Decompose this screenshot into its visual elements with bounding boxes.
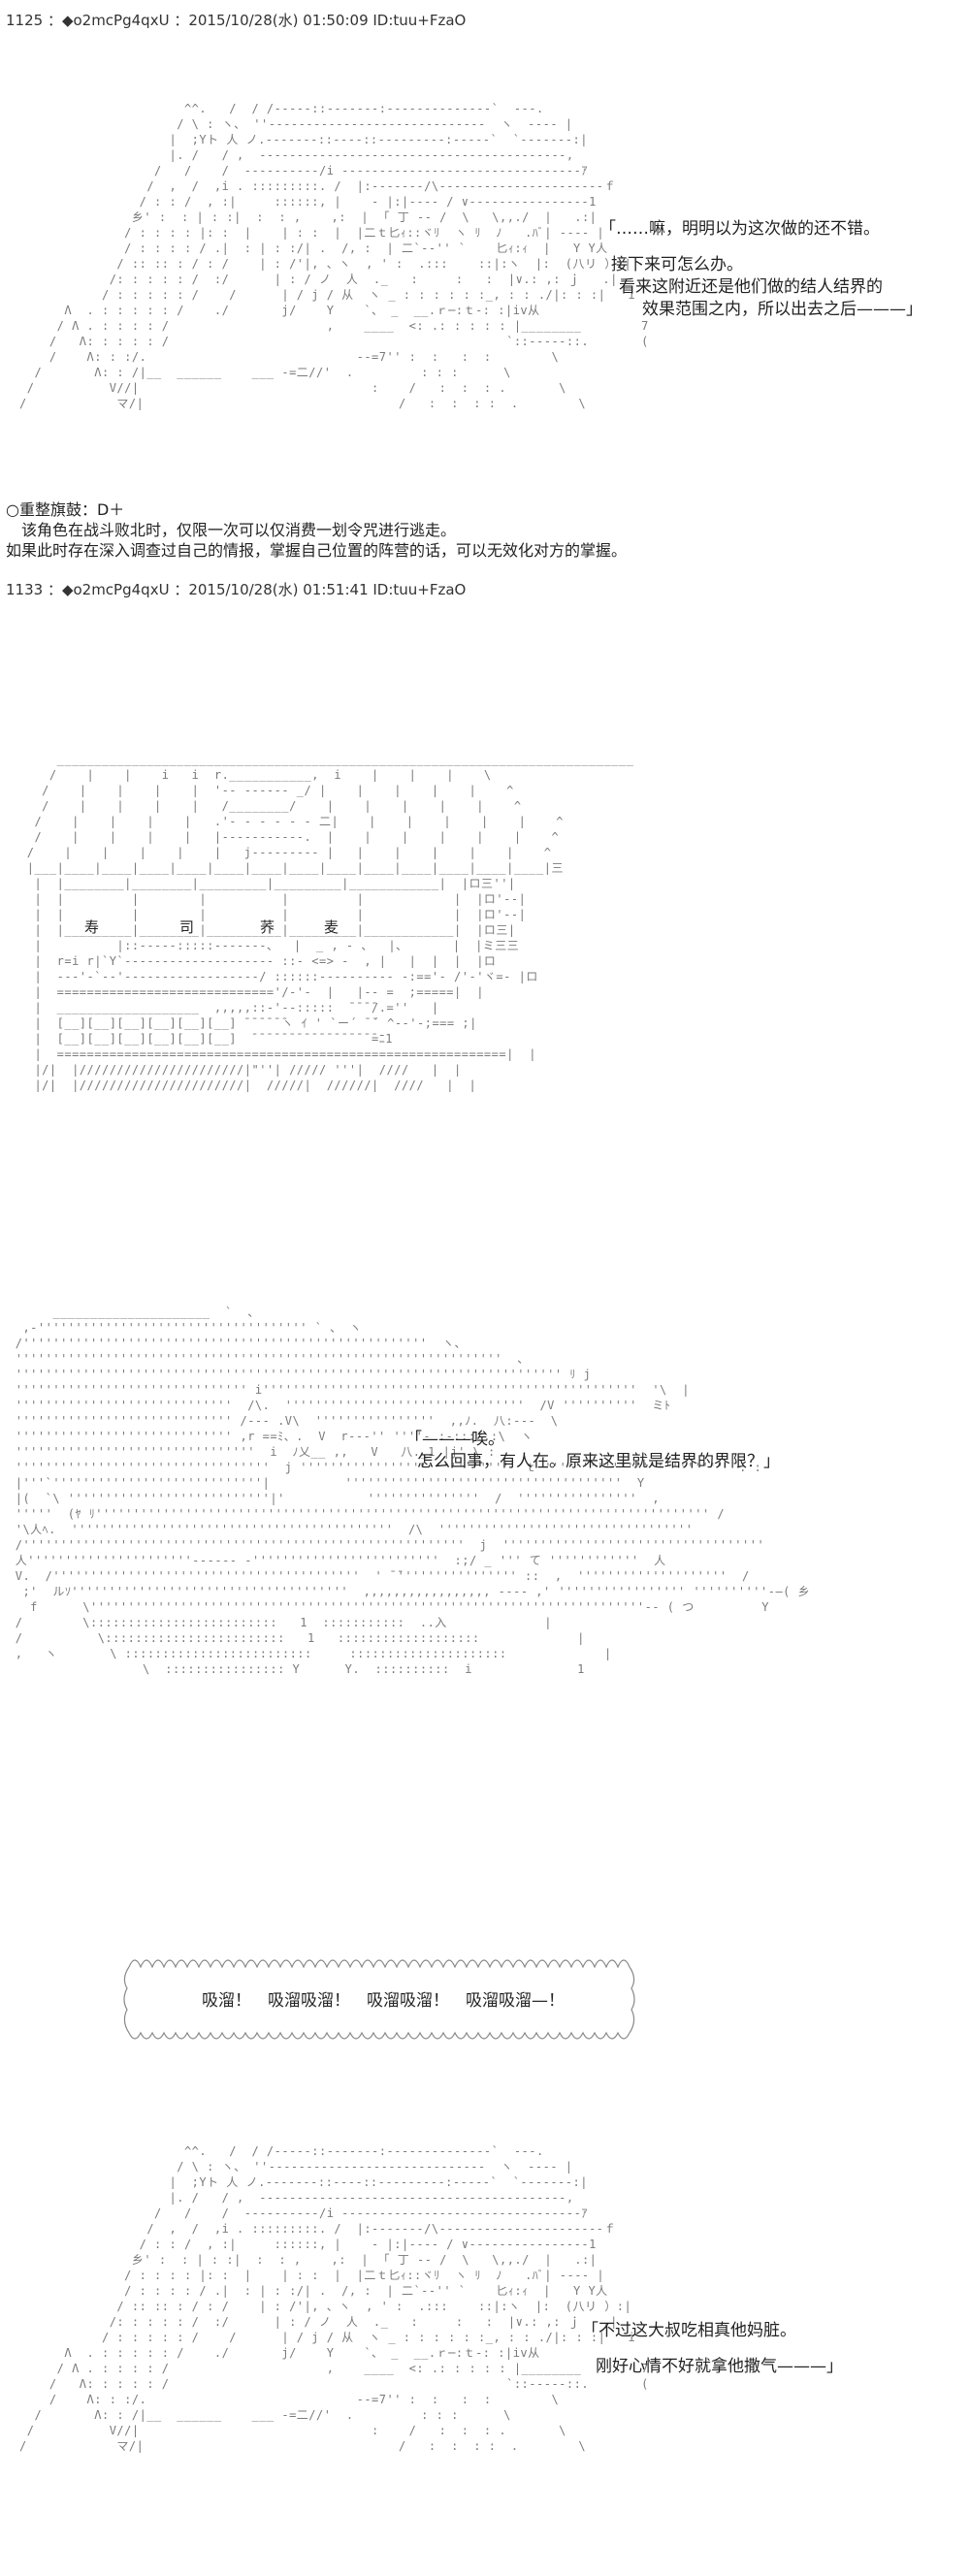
dialog-2-line-1: 「———唉。 <box>405 1430 504 1449</box>
post-header-1133: 1133 ：◆o2mcPg4qxU ：2015/10/28(水) 01:51:4… <box>6 581 467 598</box>
skill-note-title: ○重整旗鼓：D＋ <box>6 500 125 519</box>
dialog-1-line-2: 接下来可怎么办。 <box>611 255 743 274</box>
ascii-art-character-3: ^^. / / /-----::-------:--------------` … <box>19 2144 649 2453</box>
skill-note-line-2: 如果此时存在深入调查过自己的情报，掌握自己位置的阵营的话，可以无效化对方的掌握。 <box>6 541 628 560</box>
shop-sign-char-4: 麦 <box>324 918 340 936</box>
dialog-3-line-1: 「不过这大叔吃相真他妈脏。 <box>582 2321 796 2340</box>
shop-sign-char-1: 寿 <box>84 918 100 936</box>
dialog-3: 「不过这大叔吃相真他妈脏。 刚好心情不好就拿他撒气———」 <box>582 2320 843 2378</box>
ascii-art-sushi-shop: ________________________________________… <box>26 753 634 1092</box>
skill-note: ○重整旗鼓：D＋ 该角色在战斗败北时，仅限一次可以仅消费一划令咒进行逃走。 如果… <box>6 499 627 561</box>
ascii-art-character-1: ^^. / / /-----::-------:--------------` … <box>19 102 649 410</box>
dialog-2: 「———唉。 怎么回事，有人在。原来这里就是结界的界限？」 <box>405 1429 780 1473</box>
slurp-speech-bubble: 吸溜！ 吸溜吸溜！ 吸溜吸溜！ 吸溜吸溜—！ <box>121 1949 645 2046</box>
dialog-1: 「……嘛，明明以为这次做的还不错。 接下来可怎么办。 看来这附近还是他们做的结人… <box>599 218 922 321</box>
dialog-1-line-3: 看来这附近还是他们做的结人结界的 <box>619 277 883 297</box>
bubble-border <box>123 1959 635 2040</box>
shop-sign-char-2: 司 <box>179 918 195 936</box>
post-header-1125: 1125 ：◆o2mcPg4qxU ：2015/10/28(水) 01:50:0… <box>6 12 467 29</box>
slurp-text: 吸溜！ 吸溜吸溜！ 吸溜吸溜！ 吸溜吸溜—！ <box>202 1991 565 2011</box>
skill-note-line-1: 该角色在战斗败北时，仅限一次可以仅消费一划令咒进行逃走。 <box>21 521 457 539</box>
ascii-art-character-2: _____________________ ` 、 ,-''''''''''''… <box>15 1305 811 1676</box>
dialog-1-line-1: 「……嘛，明明以为这次做的还不错。 <box>599 219 880 239</box>
dialog-3-line-2: 刚好心情不好就拿他撒气———」 <box>596 2357 843 2376</box>
dialog-2-line-2: 怎么回事，有人在。原来这里就是结界的界限？」 <box>417 1452 780 1471</box>
dialog-1-line-4: 效果范围之内，所以出去之后———」 <box>642 300 922 319</box>
shop-sign-char-3: 荞 <box>260 918 275 936</box>
